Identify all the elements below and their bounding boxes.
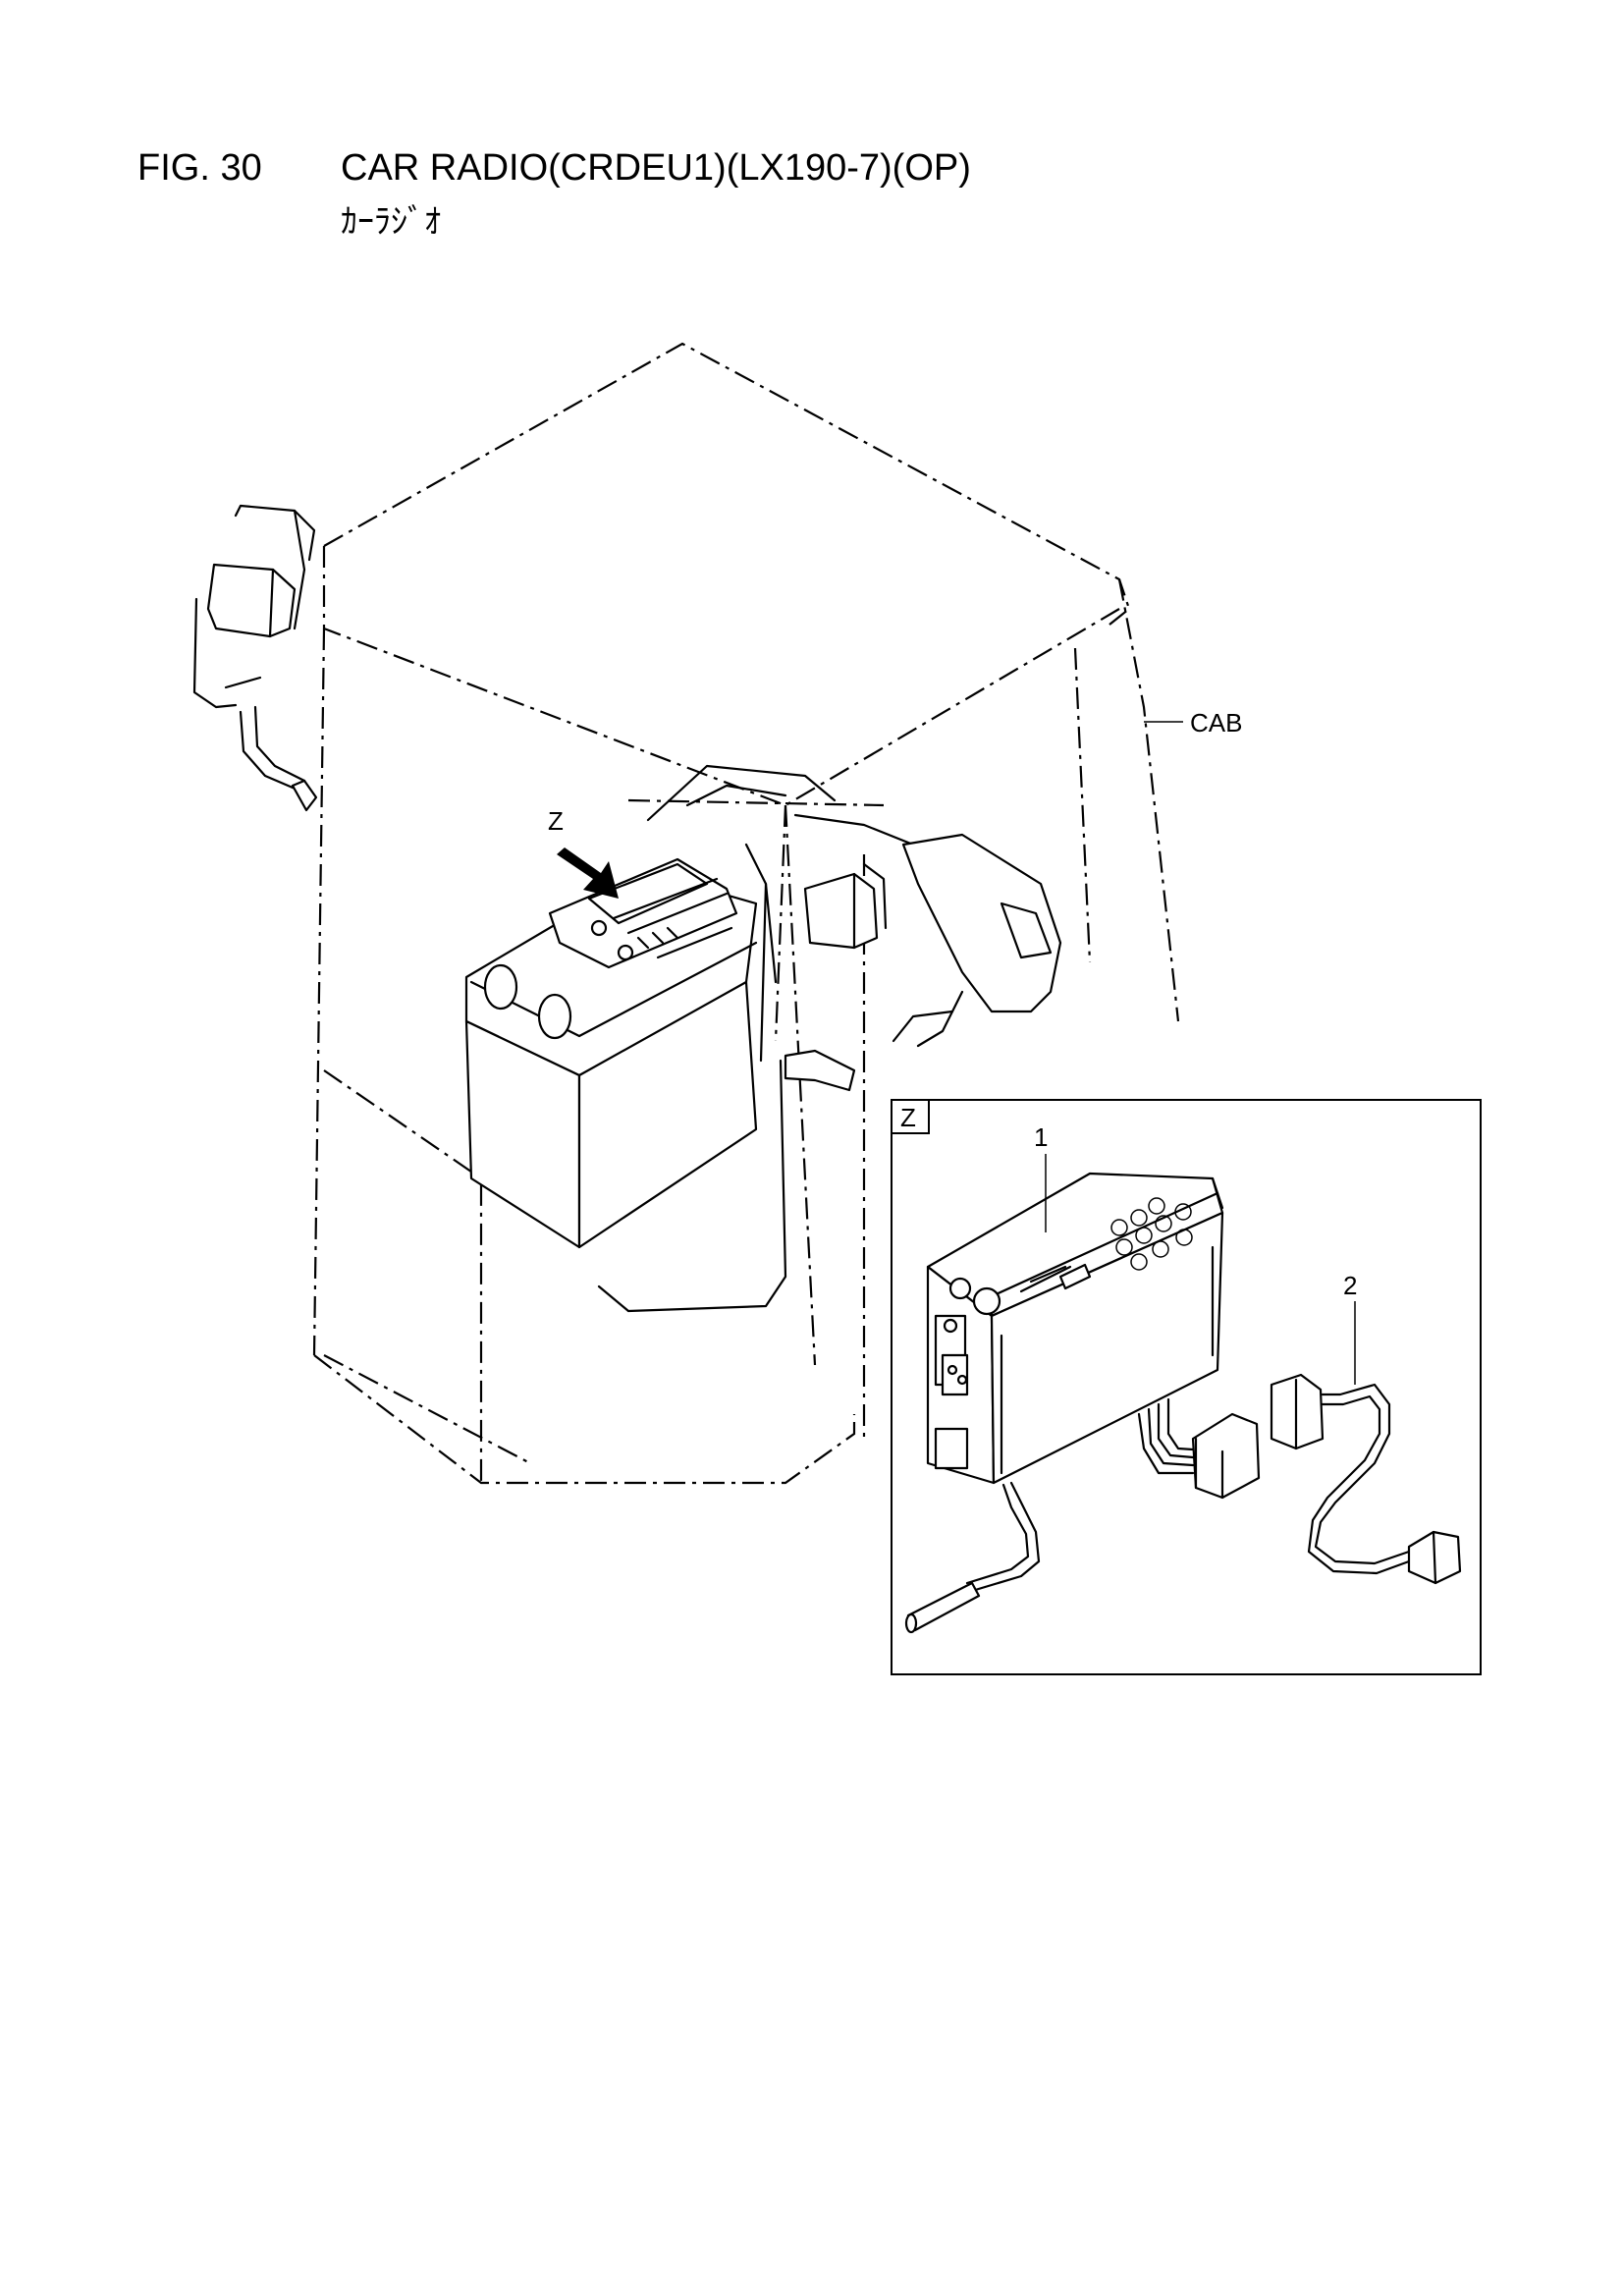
center-mirror — [803, 862, 888, 950]
figure-title: CAR RADIO(CRDEU1)(LX190-7)(OP) — [341, 147, 971, 189]
console-structure — [597, 764, 1062, 1313]
cab-outline — [312, 342, 1180, 1485]
part-1-callout: 1 — [1034, 1122, 1048, 1152]
cab-callout: CAB — [1144, 708, 1242, 738]
antenna-cable — [904, 1481, 1041, 1634]
detail-view-label: Z — [900, 1103, 916, 1132]
cab-label: CAB — [1190, 708, 1242, 738]
adapter-cable — [1270, 1373, 1462, 1585]
left-mirror — [192, 504, 318, 812]
view-z-arrow: Z — [548, 806, 619, 899]
detail-view-z: Z — [891, 1099, 1482, 1675]
console-box — [464, 857, 758, 1249]
part-2-callout: 2 — [1343, 1271, 1357, 1300]
car-radio-unit — [926, 1172, 1224, 1485]
radio-harness — [1137, 1397, 1261, 1500]
view-z-label: Z — [548, 806, 564, 836]
figure-number: FIG. 30 — [137, 147, 262, 189]
figure-subtitle: ｶｰﾗｼﾞｵ — [341, 203, 441, 241]
